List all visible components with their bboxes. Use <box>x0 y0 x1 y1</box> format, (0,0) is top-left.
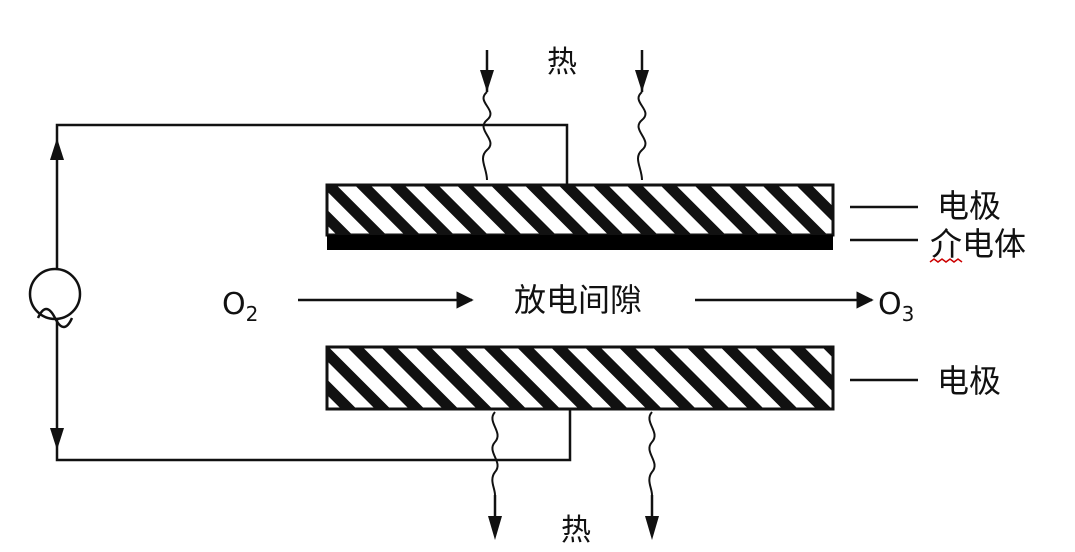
top-electrode <box>325 183 835 237</box>
heat-label-top: 热 <box>547 45 577 80</box>
bottom-wire <box>55 318 572 462</box>
label-top-electrode: 电极 <box>937 187 1001 225</box>
bottom-electrode <box>325 345 835 411</box>
heat-label-bottom: 热 <box>561 513 591 548</box>
heat-arrow-bottom-left <box>488 411 502 540</box>
top-wire <box>55 123 569 270</box>
left-wire-down-arrow <box>50 428 64 450</box>
dielectric-layer <box>327 235 833 250</box>
oxygen-label: O2 <box>222 287 258 326</box>
circuit-wires <box>50 123 572 462</box>
heat-arrow-bottom-right <box>645 411 659 540</box>
spellcheck-underline <box>929 258 963 263</box>
heat-arrow-top-right <box>635 50 649 181</box>
ozone-label: O3 <box>878 287 914 326</box>
ac-source-icon <box>28 267 82 329</box>
label-dielectric: 介电体 <box>930 225 1026 263</box>
heat-arrow-top-left <box>480 50 494 181</box>
discharge-gap-label: 放电间隙 <box>514 281 642 319</box>
label-bottom-electrode: 电极 <box>937 362 1001 400</box>
left-wire-up-arrow <box>50 138 64 160</box>
